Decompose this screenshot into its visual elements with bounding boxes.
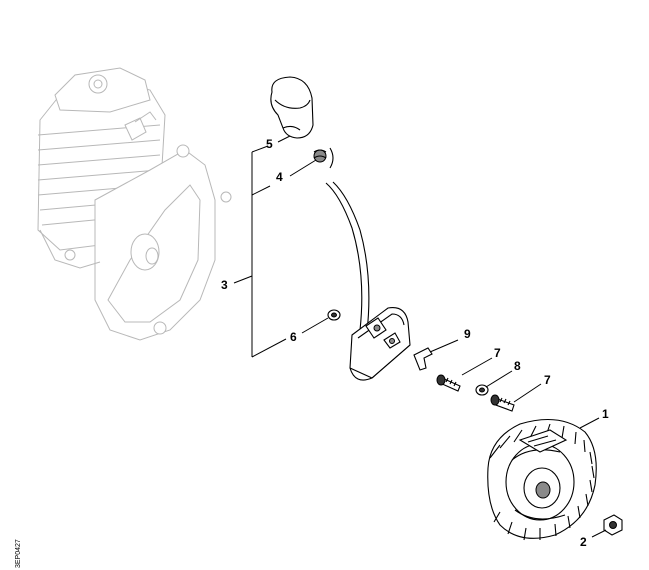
callout-7-lower: 7 xyxy=(544,373,551,387)
callout-9: 9 xyxy=(464,327,471,341)
part-7-screw-lower xyxy=(490,394,515,412)
callout-4: 4 xyxy=(276,170,283,184)
part-5-spark-plug-boot xyxy=(270,76,314,139)
part-7-screw-upper xyxy=(436,374,461,392)
part-6-washer xyxy=(327,309,341,321)
callout-7-upper: 7 xyxy=(494,346,501,360)
callout-labels: 5 4 3 6 9 7 8 7 1 2 xyxy=(221,137,609,549)
part-1-flywheel xyxy=(487,419,597,541)
ignition-module xyxy=(349,307,411,381)
part-2-nut xyxy=(603,514,623,536)
leader-lines xyxy=(277,135,607,538)
part-4-contact-spring xyxy=(313,147,334,169)
part-9-clip xyxy=(413,347,433,371)
callout-5: 5 xyxy=(266,137,273,151)
callout-8: 8 xyxy=(514,359,521,373)
ignition-lead xyxy=(325,181,370,351)
group-bracket-3 xyxy=(233,145,287,358)
engine-reference-outline xyxy=(37,67,232,341)
document-id: 3EP0427 xyxy=(15,539,22,568)
callout-2: 2 xyxy=(580,535,587,549)
part-8-washer xyxy=(475,384,489,396)
callout-3: 3 xyxy=(221,278,228,292)
callout-6: 6 xyxy=(290,330,297,344)
callout-1: 1 xyxy=(602,407,609,421)
